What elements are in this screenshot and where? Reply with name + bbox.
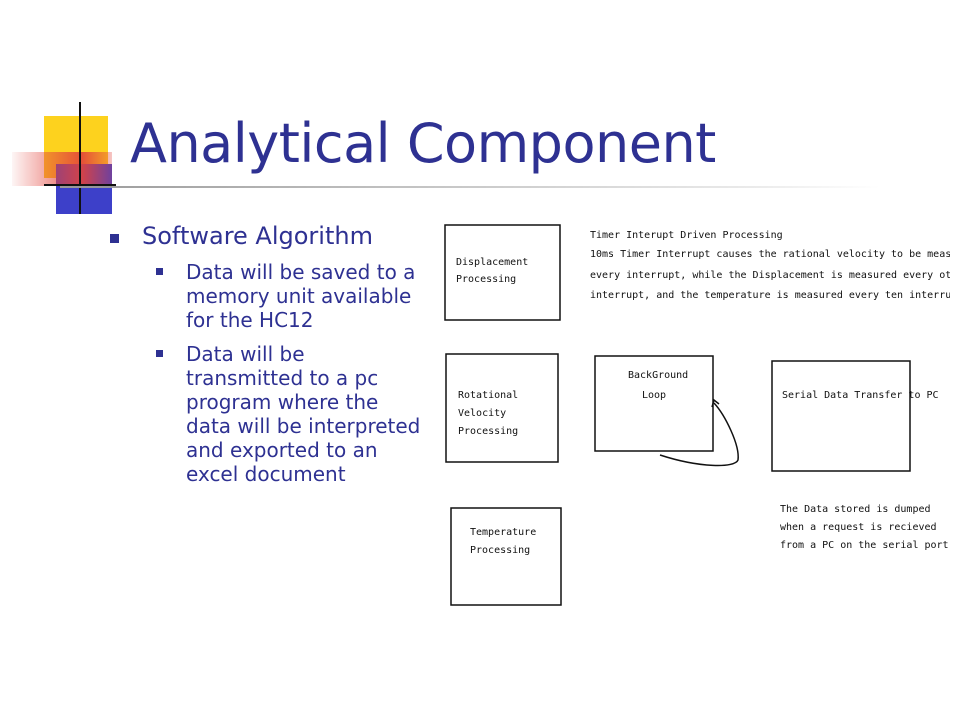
- sub-bullet-text: Data will be saved to a memory unit avai…: [186, 260, 416, 332]
- box-label: Processing: [470, 545, 530, 556]
- displacement-processing-box: Displacement Processing: [444, 224, 561, 321]
- diagram-note-text: The Data stored is dumped when a request…: [780, 504, 950, 551]
- box-outline: [445, 353, 559, 463]
- note-line: The Data stored is dumped: [780, 504, 931, 515]
- box-label: Temperature: [470, 527, 536, 538]
- slide-title: Analytical Component: [130, 112, 716, 175]
- box-outline: [450, 507, 562, 606]
- corner-red-bar: [12, 152, 112, 186]
- loop-arrowhead: [711, 398, 720, 408]
- bullet-list: Software Algorithm Data will be saved to…: [104, 222, 424, 496]
- box-label: Loop: [642, 390, 666, 401]
- box-label: Processing: [456, 274, 516, 285]
- corner-horizontal-line: [44, 184, 116, 186]
- header-line: every interrupt, while the Displacement …: [590, 270, 950, 281]
- background-loop-box: BackGround Loop: [594, 355, 739, 467]
- note-line: when a request is recieved: [780, 522, 937, 533]
- diagram-header-text: Timer Interupt Driven Processing 10ms Ti…: [590, 230, 950, 301]
- bullet-software-algorithm: Software Algorithm: [104, 222, 424, 250]
- sub-bullet-memory: Data will be saved to a memory unit avai…: [104, 260, 424, 332]
- title-divider: [60, 186, 880, 188]
- box-outline: [444, 224, 561, 321]
- header-line: Timer Interupt Driven Processing: [590, 230, 783, 241]
- sub-bullet-marker: [156, 268, 163, 275]
- sub-bullet-text: Data will be transmitted to a pc program…: [186, 342, 421, 486]
- note-line: from a PC on the serial port.: [780, 540, 950, 551]
- box-label: Displacement: [456, 257, 528, 268]
- software-flow-diagram: Timer Interupt Driven Processing 10ms Ti…: [444, 224, 950, 606]
- box-label: Velocity: [458, 408, 506, 419]
- sub-bullet-marker: [156, 350, 163, 357]
- bullet-text: Software Algorithm: [142, 222, 373, 250]
- box-outline: [771, 360, 911, 472]
- serial-transfer-box: Serial Data Transfer to PC: [771, 360, 939, 472]
- temperature-processing-box: Temperature Processing: [450, 507, 562, 606]
- box-label: Serial Data Transfer to PC: [782, 390, 939, 401]
- sub-bullet-pc-program: Data will be transmitted to a pc program…: [104, 342, 424, 486]
- loop-arrow: [659, 402, 739, 467]
- box-label: Processing: [458, 426, 518, 437]
- rotational-velocity-box: Rotational Velocity Processing: [445, 353, 559, 463]
- header-line: interrupt, and the temperature is measur…: [590, 290, 950, 301]
- corner-vertical-line: [79, 102, 81, 214]
- box-label: BackGround: [628, 370, 688, 381]
- bullet-marker: [110, 234, 119, 243]
- box-label: Rotational: [458, 390, 518, 401]
- header-line: 10ms Timer Interrupt causes the rational…: [590, 249, 950, 260]
